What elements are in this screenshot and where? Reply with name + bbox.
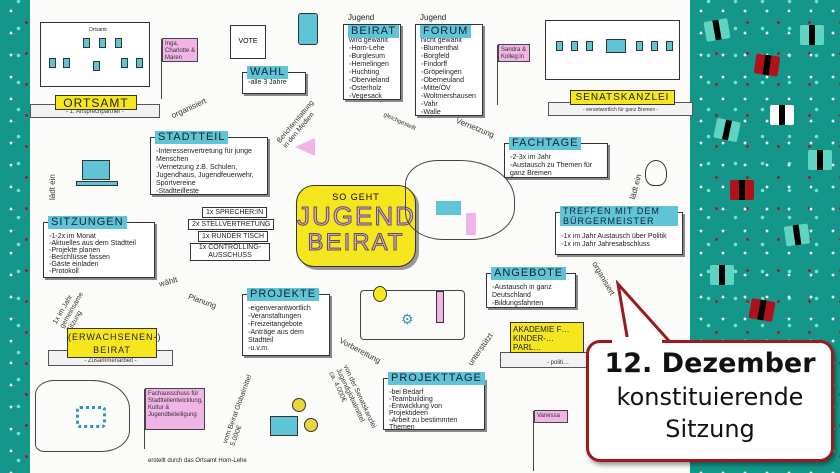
district-map-illustration xyxy=(35,380,130,452)
arrow-label-laedt-ein-right: lädt ein xyxy=(628,173,644,201)
vanessa-flag: Vanessa xyxy=(533,410,568,471)
gift-icon xyxy=(730,180,754,200)
gift-pattern-left xyxy=(0,0,30,473)
gift-icon xyxy=(748,298,776,322)
jugendbeirat-box: BEIRAT wird gewählt Horn-LeheBurglesumHe… xyxy=(343,24,401,100)
bremen-map-illustration xyxy=(405,160,515,240)
treffen-box: TREFFEN MIT DEM BÜRGERMEISTER 1x im Jahr… xyxy=(555,206,683,255)
laptop-icon xyxy=(82,160,110,180)
megaphone-icon xyxy=(295,138,315,156)
gift-icon xyxy=(703,18,731,42)
arrow-label-gemeinsame-sitzung: 1x im Jahr gemeinsame Sitzung xyxy=(52,291,86,334)
angebote-box: ANGEBOTE Austausch in ganz DeutschlandBi… xyxy=(486,267,576,308)
gift-icon xyxy=(710,265,734,285)
credit-text: erstellt durch das Ortsamt Horn-Lehe xyxy=(148,458,247,464)
gift-icon xyxy=(808,150,832,170)
idea-scroll-illustration: ⚙ xyxy=(360,286,465,340)
center-title: SO GEHT JUGEND BEIRAT xyxy=(296,185,416,267)
gift-icon xyxy=(783,223,811,247)
arrow-label-vorbereitung: Vorbereitung xyxy=(337,336,383,366)
akademie-title: AKADEMIE F… KINDER-… PARL… xyxy=(510,322,584,353)
gift-icon xyxy=(800,25,824,45)
laptop-base xyxy=(76,181,118,186)
callout-line3: Sitzung xyxy=(665,415,755,443)
arrow-label-organisiert: organisiert xyxy=(170,96,208,121)
projekte-box: PROJEKTE eigenverantwortlichVeranstaltun… xyxy=(242,288,330,356)
arrow-label-vernetzung: Vernetzung xyxy=(454,116,496,140)
mayor-portrait-icon xyxy=(645,160,667,186)
jugendbeirat-pre: Jugend xyxy=(348,13,375,22)
group-meeting-icon xyxy=(76,406,106,428)
sitzungen-box: SITZUNGEN 1-2x im MonatAktuelles aus dem… xyxy=(43,216,155,278)
senatskanzlei-title: SENATSKANZLEI xyxy=(570,90,675,105)
gift-icon xyxy=(770,105,794,125)
gift-icon xyxy=(753,53,781,77)
lightbulb-icon xyxy=(373,286,387,302)
arrow-label-jugendglobalmittel: von der Senatskanzlei Jugendglobalmittel… xyxy=(327,364,378,430)
date-callout: 12. Dezember konstituierende Sitzung xyxy=(586,340,834,462)
phone-vote-icon xyxy=(298,13,318,45)
ortsamt-team-flag: Inga, Charlotte & Maren xyxy=(161,38,198,99)
projekttage-box: PROJEKTTAGE bei BedarfTeambuildingEntwic… xyxy=(383,372,485,431)
arrow-label-unterstuetzt: unterstützt xyxy=(466,331,495,368)
gear-icon: ⚙ xyxy=(401,311,414,327)
arrow-label-waehlt: wählt xyxy=(158,275,179,289)
jugendforum-pre: Jugend xyxy=(420,13,447,22)
ortsamt-title: ORTSAMT xyxy=(55,95,137,110)
ortsamt-building-illustration: Ortsamt xyxy=(40,22,150,87)
coins-money-illustration xyxy=(270,398,320,440)
senatskanzlei-building-illustration xyxy=(545,20,680,80)
stadtteil-box: STADTTEIL Interessenvertretung für junge… xyxy=(150,131,268,195)
arrow-label-gleichgestellt: gleichgestellt xyxy=(382,112,417,133)
gift-pattern-right xyxy=(690,0,840,473)
gift-icon xyxy=(713,117,741,143)
fachausschuss-flag: Fachausschuss für Stadtteilentwicklung, … xyxy=(144,388,205,449)
wahl-box: WAHL alle 3 Jahre xyxy=(242,66,306,94)
jugendforum-box: FORUM nicht gewählt BlumenthalBorgfeldFi… xyxy=(415,24,483,116)
senatskanzlei-team-flag: Sandra & Kolleg:in xyxy=(497,44,530,105)
arrow-label-laedt-ein: lädt ein xyxy=(48,174,57,200)
callout-line2: konstituierende xyxy=(616,383,804,411)
sketchnote-canvas: Ortsamt - 1. Ansprechpartner - ORTSAMT I… xyxy=(30,0,693,473)
pencil-icon xyxy=(436,291,444,323)
ballot-box-icon: VOTE xyxy=(230,25,266,59)
erwachsenenbeirat-title: (ERWACHSENEN-) BEIRAT xyxy=(67,328,161,358)
callout-date: 12. Dezember xyxy=(604,348,816,379)
arrow-label-planung: Planung xyxy=(186,292,218,311)
